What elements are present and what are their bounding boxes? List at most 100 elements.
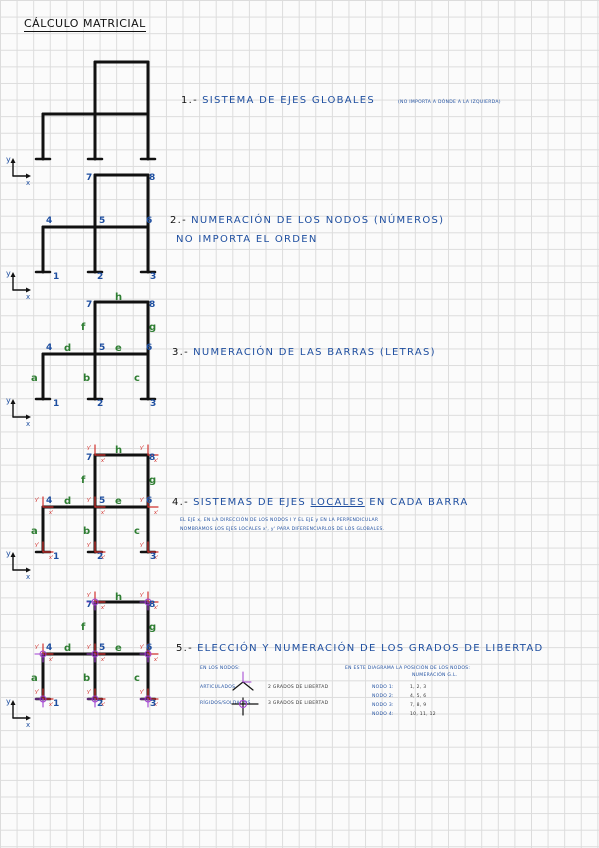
frame3-bar-label-a: a	[31, 373, 38, 384]
step-4-text-a: SISTEMAS DE EJES	[193, 497, 307, 508]
axes4-x-arrow	[26, 567, 31, 573]
frame3-node-7: 7	[86, 300, 92, 310]
frame5-node-6: 6	[146, 643, 152, 653]
frame4-local-x-label-4: x'	[49, 510, 53, 516]
frame5-node-8: 8	[149, 600, 155, 610]
frame5-node-2: 2	[97, 699, 103, 709]
step-2-text: NUMERACIÓN DE LOS NODOS (NÚMEROS)	[191, 215, 445, 226]
axes2-y-label: y	[6, 269, 11, 278]
frame5-node-1: 1	[53, 699, 59, 709]
frame4-local-x-label-3: x'	[154, 555, 158, 561]
page-title: CÁLCULO MATRICIAL	[24, 17, 146, 32]
frame5-local-y-label-5: y'	[87, 644, 91, 650]
frame5-bar-label-f: f	[81, 622, 86, 633]
frame4-node-8: 8	[149, 453, 155, 463]
frame2-node-1: 1	[53, 272, 59, 282]
frame2-node-4: 4	[46, 216, 52, 226]
step-5-col2-head: EN ESTE DIAGRAMA LA POSICIÓN DE LOS NODO…	[345, 666, 471, 671]
frame4-node-7: 7	[86, 453, 92, 463]
frame5-bar-label-d: d	[64, 643, 71, 654]
frame5-local-y-label-2: y'	[87, 689, 91, 695]
frame5-local-x-label-6: x'	[154, 657, 158, 663]
joint-rig-dof-rot	[239, 700, 247, 708]
frame5-local-x-label-1: x'	[49, 702, 53, 708]
frame5-local-x-label-7: x'	[101, 605, 105, 611]
step-5: 5.-ELECCIÓN Y NUMERACIÓN DE LOS GRADOS D…	[176, 643, 544, 654]
step-3-num: 3.-	[172, 347, 190, 358]
step-2-num: 2.-	[170, 215, 188, 226]
frame4-node-6: 6	[146, 496, 152, 506]
step-5-text: ELECCIÓN Y NUMERACIÓN DE LOS GRADOS DE L…	[197, 643, 544, 654]
axes5-x-arrow	[26, 715, 31, 721]
frame5-bar-label-c: c	[134, 673, 140, 684]
dof-vals-4: 10, 11, 12	[410, 712, 436, 717]
frame4-local-x-label-7: x'	[101, 458, 105, 464]
frame5-dof-rot-5	[91, 650, 99, 658]
frame3-bar-label-c: c	[134, 373, 140, 384]
frame5-local-y-label-7: y'	[87, 592, 91, 598]
step-2-line2: NO IMPORTA EL ORDEN	[176, 234, 318, 245]
step-4-note-2: NOMBRAMOS LOS EJES LOCALES x', y' PARA D…	[180, 527, 385, 532]
step-3-text: NUMERACIÓN DE LAS BARRAS (LETRAS)	[193, 347, 436, 358]
step-3: 3.-NUMERACIÓN DE LAS BARRAS (LETRAS)	[172, 347, 436, 358]
frame2-node-6: 6	[146, 216, 152, 226]
axes2-x-arrow	[26, 287, 31, 293]
axes3-x-label: x	[26, 420, 30, 428]
frame5-local-y-label-8: y'	[140, 592, 144, 598]
frame5-bar-label-h: h	[115, 592, 122, 603]
frame3-node-8: 8	[149, 300, 155, 310]
step-2: 2.-NUMERACIÓN DE LOS NODOS (NÚMEROS)	[170, 215, 444, 226]
frame5-local-y-label-3: y'	[140, 689, 144, 695]
axes2-x-label: x	[26, 293, 30, 301]
step-1: 1.-SISTEMA DE EJES GLOBALES	[181, 95, 375, 106]
axes1-x-label: x	[26, 179, 30, 187]
frame4-local-y-label-7: y'	[87, 445, 91, 451]
frame4-bar-label-h: h	[115, 445, 122, 456]
frame5-bar-label-a: a	[31, 673, 38, 684]
frame4-local-x-label-6: x'	[154, 510, 158, 516]
joint-art-right	[242, 681, 254, 691]
axes5-y-arrow	[10, 700, 16, 705]
frame5-local-x-label-5: x'	[101, 657, 105, 663]
step-4-text-locales: LOCALES	[310, 497, 365, 508]
frame5-local-y-label-4: y'	[35, 644, 39, 650]
frame2-node-3: 3	[150, 272, 156, 282]
step-1-text: SISTEMA DE EJES GLOBALES	[202, 95, 376, 106]
frame4-bar-label-b: b	[83, 526, 90, 537]
axes1-y-arrow	[10, 158, 16, 163]
frame5-local-y-label-6: y'	[140, 644, 144, 650]
axes2-y-arrow	[10, 272, 16, 277]
frame2-node-8: 8	[149, 173, 155, 183]
frame4-node-1: 1	[53, 552, 59, 562]
axes3-x-arrow	[26, 414, 31, 420]
axes3-y-label: y	[6, 396, 11, 405]
frame3-bar-label-e: e	[115, 343, 122, 354]
frame5-local-x-label-8: x'	[154, 605, 158, 611]
frame4-local-y-label-6: y'	[140, 497, 144, 503]
dof-node-3: NODO 3:	[372, 703, 394, 708]
step-4-text-b: EN CADA BARRA	[369, 497, 469, 508]
step-4: 4.-SISTEMAS DE EJES LOCALES EN CADA BARR…	[172, 497, 469, 508]
frame3-bar-label-d: d	[64, 343, 71, 354]
frame4-local-y-label-5: y'	[87, 497, 91, 503]
axes4-y-arrow	[10, 552, 16, 557]
frame4-local-y-label-4: y'	[35, 497, 39, 503]
step-5-row-articulados: ARTICULADOS	[200, 685, 236, 690]
frame5-bar-label-g: g	[149, 622, 156, 633]
step-5-row-rigidos: RÍGIDOS/SOLDADOS	[200, 701, 251, 706]
frame4-node-3: 3	[150, 552, 156, 562]
frame5-dof-rot-8	[144, 598, 152, 606]
dof-node-2: NODO 2:	[372, 694, 394, 699]
frame4-local-y-label-3: y'	[140, 542, 144, 548]
frame3-node-5: 5	[99, 343, 105, 353]
frame4-local-y-label-1: y'	[35, 542, 39, 548]
frame5-dof-rot-6	[144, 650, 152, 658]
step-5-row-articulados-val: 2 GRADOS DE LIBERTAD	[268, 685, 329, 690]
frame3-bar-label-g: g	[149, 322, 156, 333]
frame4-node-4: 4	[46, 496, 52, 506]
step-4-num: 4.-	[172, 497, 190, 508]
frame4-bar-label-c: c	[134, 526, 140, 537]
frame5-local-x-label-3: x'	[154, 702, 158, 708]
frame5-bar-label-e: e	[115, 643, 122, 654]
